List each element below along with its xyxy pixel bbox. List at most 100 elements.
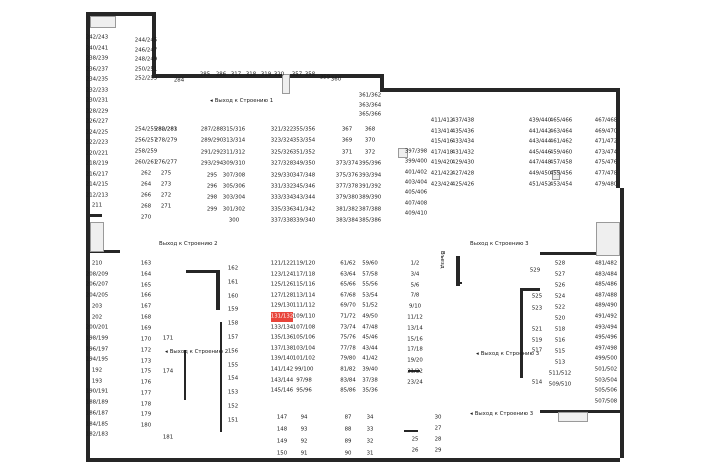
parking-spot-label[interactable]: 360 <box>330 76 342 83</box>
parking-spot-label[interactable]: 379/380 <box>335 194 359 201</box>
parking-spot-label[interactable]: 135/136 <box>270 334 294 341</box>
exit-building-3-bottom[interactable]: ◂Выход к Строению 3 <box>470 411 534 417</box>
parking-spot-label[interactable]: 103/104 <box>292 345 316 352</box>
parking-spot-label[interactable]: 17/18 <box>407 346 423 353</box>
parking-spot-label[interactable]: 171 <box>162 335 174 342</box>
parking-spot-label[interactable]: 447/448 <box>528 159 552 166</box>
parking-spot-label[interactable]: 355/356 <box>292 126 316 133</box>
parking-spot-label[interactable]: 413/414 <box>430 127 454 134</box>
parking-spot-label[interactable]: 92 <box>300 438 308 445</box>
parking-spot-label[interactable]: 469/470 <box>594 127 618 134</box>
parking-spot-label[interactable]: 85/86 <box>340 387 356 394</box>
parking-spot-label[interactable]: 172 <box>140 347 152 354</box>
parking-spot-label[interactable]: 29 <box>434 447 442 454</box>
parking-spot-label[interactable]: 325/326 <box>270 149 294 156</box>
parking-spot-label[interactable]: 285 <box>199 71 211 78</box>
parking-spot-label[interactable]: 303/304 <box>222 194 246 201</box>
parking-spot-label[interactable]: 168 <box>140 314 152 321</box>
parking-spot-label[interactable]: 358 <box>304 71 316 78</box>
parking-spot-label[interactable]: 194/195 <box>85 356 109 363</box>
parking-spot-label[interactable]: 228/229 <box>85 107 109 114</box>
parking-spot-label[interactable]: 125/126 <box>270 281 294 288</box>
parking-spot-label[interactable]: 152 <box>227 403 239 410</box>
parking-spot-label[interactable]: 375/376 <box>335 171 359 178</box>
parking-spot-label[interactable]: 61/62 <box>340 260 356 267</box>
parking-spot-label[interactable]: 485/486 <box>594 281 618 288</box>
parking-spot-label[interactable]: 200/201 <box>85 324 109 331</box>
parking-spot-label[interactable]: 273 <box>160 181 172 188</box>
parking-spot-label[interactable]: 90 <box>344 450 352 457</box>
parking-spot-label[interactable]: 522 <box>554 304 566 311</box>
parking-spot-label[interactable]: 45/46 <box>362 334 378 341</box>
parking-spot-label[interactable]: 423/424 <box>430 180 454 187</box>
parking-spot-label[interactable]: 216/217 <box>85 170 109 177</box>
parking-spot-label[interactable]: 159 <box>227 306 239 313</box>
parking-spot-label[interactable]: 166 <box>140 292 152 299</box>
parking-spot-label[interactable]: 107/108 <box>292 323 316 330</box>
parking-spot-label[interactable]: 145/146 <box>270 387 294 394</box>
parking-spot-label[interactable]: 9/10 <box>408 303 422 310</box>
parking-spot-label[interactable]: 65/66 <box>340 281 356 288</box>
parking-spot-label[interactable]: 516 <box>554 337 566 344</box>
parking-spot-label[interactable]: 67/68 <box>340 292 356 299</box>
exit-building-3-top[interactable]: Выход к Строению 3 <box>470 241 529 247</box>
parking-spot-label[interactable]: 27 <box>434 425 442 432</box>
parking-spot-label[interactable]: 300 <box>228 217 240 224</box>
parking-spot-label[interactable]: 391/392 <box>358 183 382 190</box>
parking-spot-label[interactable]: 94 <box>300 414 308 421</box>
parking-spot-label[interactable]: 244/245 <box>134 37 158 44</box>
parking-spot-label[interactable]: 427/428 <box>451 170 475 177</box>
parking-spot-label[interactable]: 30 <box>434 414 442 421</box>
parking-spot-label[interactable]: 43/44 <box>362 345 378 352</box>
parking-spot-label[interactable]: 282/283 <box>154 126 178 133</box>
parking-spot-label[interactable]: 115/116 <box>292 281 316 288</box>
parking-spot-label[interactable]: 214/215 <box>85 181 109 188</box>
parking-spot-label[interactable]: 121/122 <box>270 260 294 267</box>
parking-spot-label[interactable]: 117/118 <box>292 270 316 277</box>
parking-spot-label[interactable]: 451/452 <box>528 180 552 187</box>
parking-spot-label[interactable]: 39/40 <box>362 366 378 373</box>
parking-spot-label[interactable]: 511/512 <box>548 370 572 377</box>
parking-spot-label[interactable]: 483/484 <box>594 270 618 277</box>
parking-spot-label[interactable]: 291/292 <box>200 149 224 156</box>
parking-spot-label[interactable]: 35/36 <box>362 387 378 394</box>
parking-spot-label[interactable]: 242/243 <box>85 34 109 41</box>
parking-spot-label[interactable]: 333/334 <box>270 194 294 201</box>
parking-spot-label[interactable]: 411/412 <box>430 117 454 124</box>
parking-spot-label[interactable]: 377/378 <box>335 183 359 190</box>
parking-spot-label[interactable]: 75/76 <box>340 334 356 341</box>
parking-spot-label[interactable]: 329/330 <box>270 171 294 178</box>
exit-building-2-top[interactable]: Выход к Строению 2 <box>159 241 218 247</box>
parking-spot-label[interactable]: 260/261 <box>134 159 158 166</box>
parking-spot-label[interactable]: 250/251 <box>134 65 158 72</box>
parking-spot-label[interactable]: 403/404 <box>404 179 428 186</box>
parking-spot-label[interactable]: 409/410 <box>404 210 428 217</box>
parking-spot-label[interactable]: 507/508 <box>594 398 618 405</box>
parking-spot-label[interactable]: 252/253 <box>134 75 158 82</box>
parking-spot-label[interactable]: 457/458 <box>549 159 573 166</box>
parking-spot-label[interactable]: 270 <box>140 214 152 221</box>
parking-spot-label[interactable]: 299 <box>206 206 218 213</box>
parking-spot-label[interactable]: 147 <box>276 414 288 421</box>
parking-spot-label[interactable]: 33 <box>366 426 374 433</box>
parking-spot-label[interactable]: 109/110 <box>292 313 316 320</box>
parking-spot-label[interactable]: 129/130 <box>270 302 294 309</box>
parking-spot-label[interactable]: 353/354 <box>292 137 316 144</box>
parking-spot-label[interactable]: 105/106 <box>292 334 316 341</box>
parking-spot-label[interactable]: 323/324 <box>270 137 294 144</box>
parking-spot-label[interactable]: 153 <box>227 389 239 396</box>
parking-spot-label[interactable]: 357 <box>291 71 303 78</box>
parking-spot-label[interactable]: 5/6 <box>410 281 420 288</box>
parking-spot-label[interactable]: 111/112 <box>292 302 316 309</box>
parking-spot-label[interactable]: 175 <box>140 368 152 375</box>
parking-spot-label[interactable]: 180 <box>140 422 152 429</box>
parking-spot-label[interactable]: 150 <box>276 450 288 457</box>
parking-spot-label[interactable]: 515 <box>554 348 566 355</box>
parking-spot-label[interactable]: 419/420 <box>430 159 454 166</box>
parking-spot-label[interactable]: 203 <box>91 303 103 310</box>
parking-spot-label[interactable]: 293/294 <box>200 160 224 167</box>
parking-spot-label[interactable]: 73/74 <box>340 323 356 330</box>
parking-spot-label[interactable]: 365/366 <box>358 111 382 118</box>
parking-spot-label[interactable]: 307/308 <box>222 171 246 178</box>
parking-spot-label[interactable]: 149 <box>276 438 288 445</box>
